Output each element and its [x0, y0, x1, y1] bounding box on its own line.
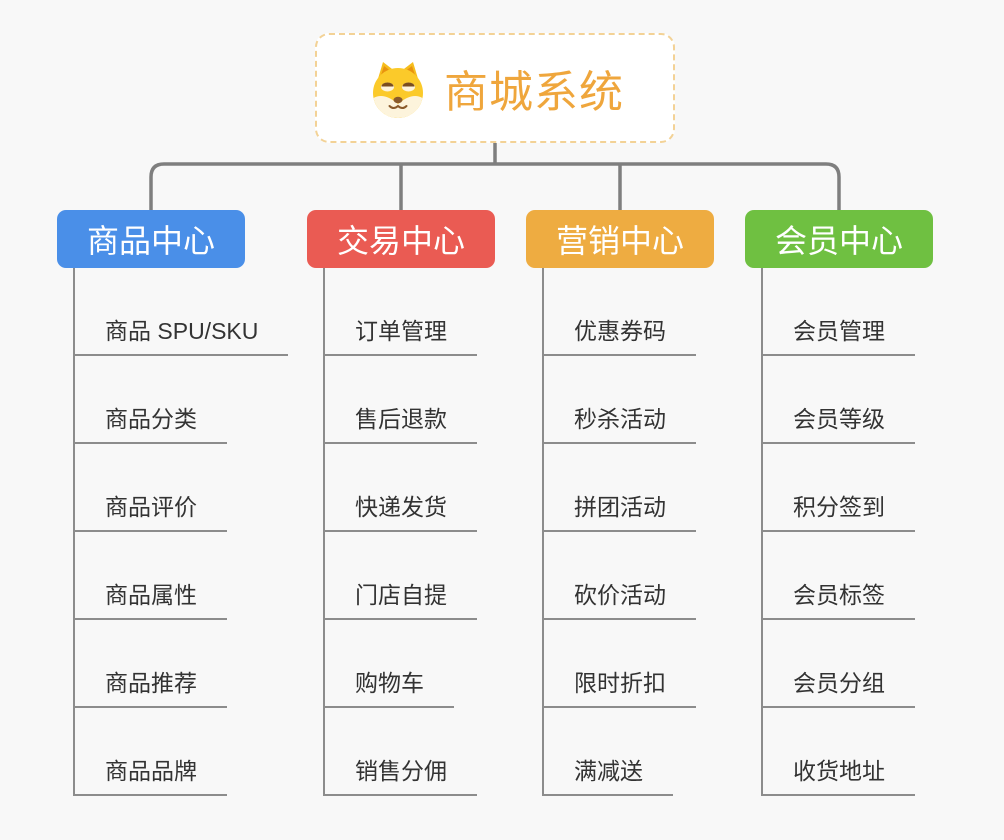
child-label: 商品属性 — [75, 582, 227, 620]
child-node[interactable]: 优惠券码 — [544, 268, 696, 356]
child-label: 商品评价 — [75, 494, 227, 532]
connector-main-bar — [149, 162, 841, 211]
root-title: 商城系统 — [444, 68, 624, 117]
child-label: 售后退款 — [325, 406, 477, 444]
child-label: 会员等级 — [763, 406, 915, 444]
child-label: 满减送 — [544, 758, 673, 796]
child-node[interactable]: 商品分类 — [75, 356, 288, 444]
branch-label: 交易中心 — [336, 223, 465, 259]
child-label: 购物车 — [325, 670, 454, 708]
branch-label: 商品中心 — [86, 223, 215, 259]
child-node[interactable]: 拼团活动 — [544, 444, 696, 532]
child-node[interactable]: 收货地址 — [763, 708, 915, 796]
branch-node-product-center[interactable]: 商品中心 — [57, 210, 245, 268]
branch-node-trade-center[interactable]: 交易中心 — [307, 210, 495, 268]
child-node[interactable]: 限时折扣 — [544, 620, 696, 708]
child-node[interactable]: 砍价活动 — [544, 532, 696, 620]
child-node[interactable]: 商品评价 — [75, 444, 288, 532]
child-node[interactable]: 会员管理 — [763, 268, 915, 356]
child-label: 商品 SPU/SKU — [75, 318, 289, 356]
child-label: 限时折扣 — [544, 670, 696, 708]
child-label: 销售分佣 — [325, 758, 477, 796]
child-node[interactable]: 会员等级 — [763, 356, 915, 444]
child-label: 会员分组 — [763, 670, 915, 708]
child-label: 拼团活动 — [544, 494, 696, 532]
child-node[interactable]: 售后退款 — [325, 356, 477, 444]
child-label: 秒杀活动 — [544, 406, 696, 444]
child-label: 砍价活动 — [544, 582, 696, 620]
child-label: 会员标签 — [763, 582, 915, 620]
child-node[interactable]: 秒杀活动 — [544, 356, 696, 444]
child-node[interactable]: 门店自提 — [325, 532, 477, 620]
child-column-marketing-center: 优惠券码 秒杀活动 拼团活动 砍价活动 限时折扣 满减送 — [542, 268, 696, 796]
child-node[interactable]: 积分签到 — [763, 444, 915, 532]
child-label: 门店自提 — [325, 582, 477, 620]
child-label: 商品品牌 — [75, 758, 227, 796]
dog-icon — [373, 62, 423, 119]
child-label: 积分签到 — [763, 494, 915, 532]
child-node[interactable]: 会员标签 — [763, 532, 915, 620]
child-column-trade-center: 订单管理 售后退款 快递发货 门店自提 购物车 销售分佣 — [323, 268, 477, 796]
child-node[interactable]: 购物车 — [325, 620, 477, 708]
child-node[interactable]: 满减送 — [544, 708, 696, 796]
child-label: 订单管理 — [325, 318, 477, 356]
child-node[interactable]: 商品 SPU/SKU — [75, 268, 289, 356]
child-node[interactable]: 商品品牌 — [75, 708, 288, 796]
root-node[interactable]: 商城系统 — [315, 33, 675, 143]
child-label: 会员管理 — [763, 318, 915, 356]
child-label: 商品分类 — [75, 406, 227, 444]
child-label: 快递发货 — [325, 494, 477, 532]
child-node[interactable]: 商品属性 — [75, 532, 288, 620]
branch-label: 会员中心 — [774, 223, 903, 259]
child-label: 收货地址 — [763, 758, 915, 796]
branch-node-member-center[interactable]: 会员中心 — [745, 210, 933, 268]
child-label: 优惠券码 — [544, 318, 696, 356]
root-branch-connector — [149, 141, 841, 211]
child-node[interactable]: 会员分组 — [763, 620, 915, 708]
child-column-product-center: 商品 SPU/SKU 商品分类 商品评价 商品属性 商品推荐 商品品牌 — [73, 268, 289, 796]
child-node[interactable]: 商品推荐 — [75, 620, 288, 708]
child-node[interactable]: 销售分佣 — [325, 708, 477, 796]
branch-label: 营销中心 — [555, 223, 684, 259]
branch-node-marketing-center[interactable]: 营销中心 — [526, 210, 714, 268]
child-column-member-center: 会员管理 会员等级 积分签到 会员标签 会员分组 收货地址 — [761, 268, 915, 796]
child-node[interactable]: 订单管理 — [325, 268, 477, 356]
child-node[interactable]: 快递发货 — [325, 444, 477, 532]
child-label: 商品推荐 — [75, 670, 227, 708]
